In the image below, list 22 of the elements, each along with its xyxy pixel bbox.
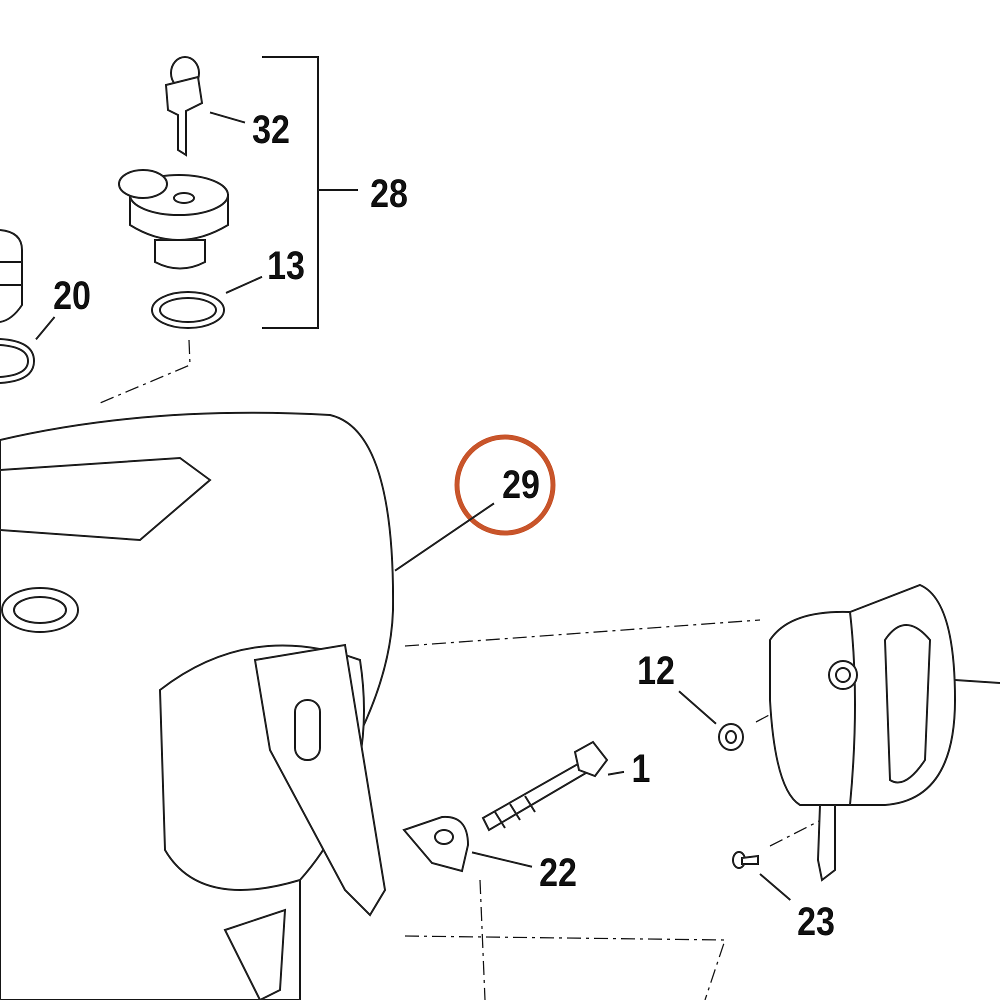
callout-number: 32 [248, 108, 294, 152]
fuel-tank-drawing [0, 410, 395, 1000]
callout-number: 29 [498, 462, 544, 508]
callout-number: 28 [369, 172, 409, 216]
callout-number: 1 [626, 748, 656, 790]
leader-line [226, 276, 262, 294]
washer-drawing [716, 722, 746, 752]
gasket-ring-drawing [150, 290, 226, 330]
leader-line [678, 690, 717, 725]
bracket-drawing [402, 815, 472, 873]
o-ring-drawing [0, 335, 36, 387]
leader-line [210, 112, 246, 124]
callout-number: 22 [536, 852, 580, 894]
callout-number: 23 [794, 900, 838, 944]
leader-line [472, 851, 532, 868]
leader-line [759, 873, 791, 901]
leader-line [394, 502, 495, 572]
leader-line [608, 770, 624, 776]
callout-number: 12 [636, 650, 676, 692]
callout-number: 20 [52, 275, 92, 317]
callout-number: 13 [266, 245, 306, 287]
leader-line [35, 316, 56, 340]
